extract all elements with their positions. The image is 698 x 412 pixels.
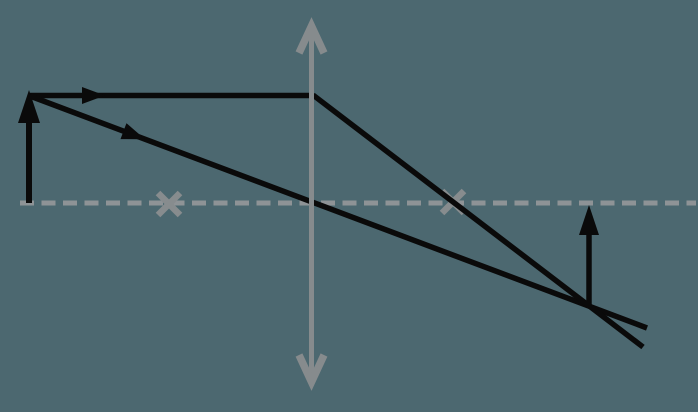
central-ray-arrowhead: [120, 123, 145, 140]
lens-arrowhead-top: [295, 17, 328, 55]
object-arrow-head: [18, 90, 40, 123]
image-arrow: [579, 205, 599, 305]
central-ray: [29, 93, 648, 331]
object-arrow: [18, 90, 40, 203]
focal-point-x-left-stroke-2: [155, 190, 183, 218]
focal-point-x-left: [155, 190, 183, 218]
parallel-ray-arrowhead: [82, 87, 105, 104]
central-ray-line: [29, 93, 648, 331]
lens-arrowhead-bottom: [295, 353, 328, 391]
lens-arrow: [295, 17, 328, 391]
parallel-ray: [30, 87, 313, 104]
image-arrow-head: [579, 205, 599, 235]
